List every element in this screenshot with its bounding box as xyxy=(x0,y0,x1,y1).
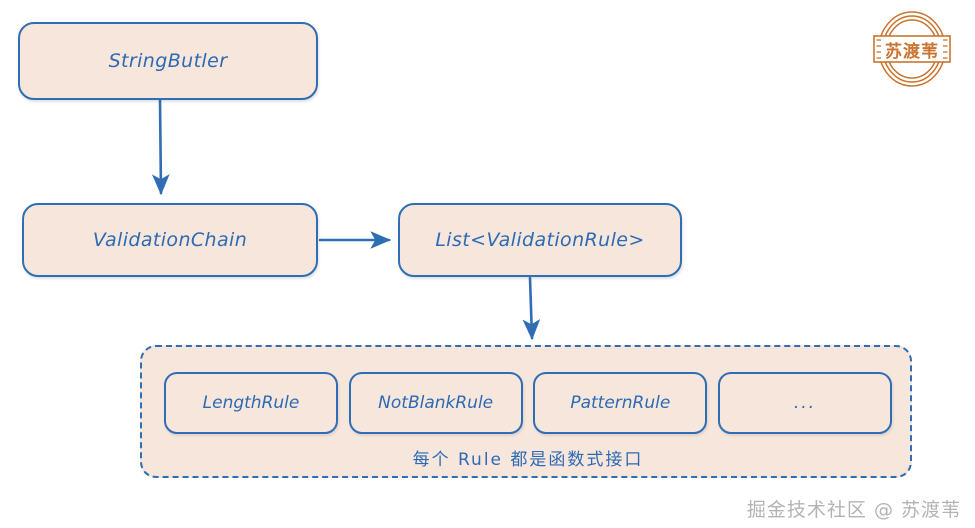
node-list-validationrule[interactable]: List<ValidationRule> xyxy=(398,203,682,277)
rule-node-notblankrule-label: NotBlankRule xyxy=(378,393,494,413)
rules-group-container: LengthRule NotBlankRule PatternRule ... … xyxy=(140,345,912,478)
rule-node-ellipsis-label: ... xyxy=(793,393,817,413)
node-list-validationrule-label: List<ValidationRule> xyxy=(435,229,645,251)
rule-node-notblankrule[interactable]: NotBlankRule xyxy=(348,372,523,434)
node-validationchain-label: ValidationChain xyxy=(92,229,248,251)
rule-node-lengthrule-label: LengthRule xyxy=(202,393,300,413)
node-stringbutler-label: StringButler xyxy=(108,50,228,72)
seal-stamp-icon: 苏渡苇 xyxy=(873,11,951,87)
seal-text: 苏渡苇 xyxy=(885,41,939,62)
node-validationchain[interactable]: ValidationChain xyxy=(22,203,318,277)
rule-node-patternrule-label: PatternRule xyxy=(570,393,671,413)
rule-node-patternrule[interactable]: PatternRule xyxy=(533,372,708,434)
rules-group-caption: 每个 Rule 都是函数式接口 xyxy=(412,450,644,470)
rule-node-ellipsis[interactable]: ... xyxy=(717,372,892,434)
node-stringbutler[interactable]: StringButler xyxy=(18,22,318,100)
watermark-text: 掘金技术社区 @ 苏渡苇 xyxy=(746,499,961,521)
edge-list-to-rules-group xyxy=(522,276,541,341)
edge-stringbutler-to-validationchain xyxy=(151,98,170,196)
rule-node-lengthrule[interactable]: LengthRule xyxy=(164,372,338,434)
rules-row: LengthRule NotBlankRule PatternRule ... xyxy=(164,371,892,435)
